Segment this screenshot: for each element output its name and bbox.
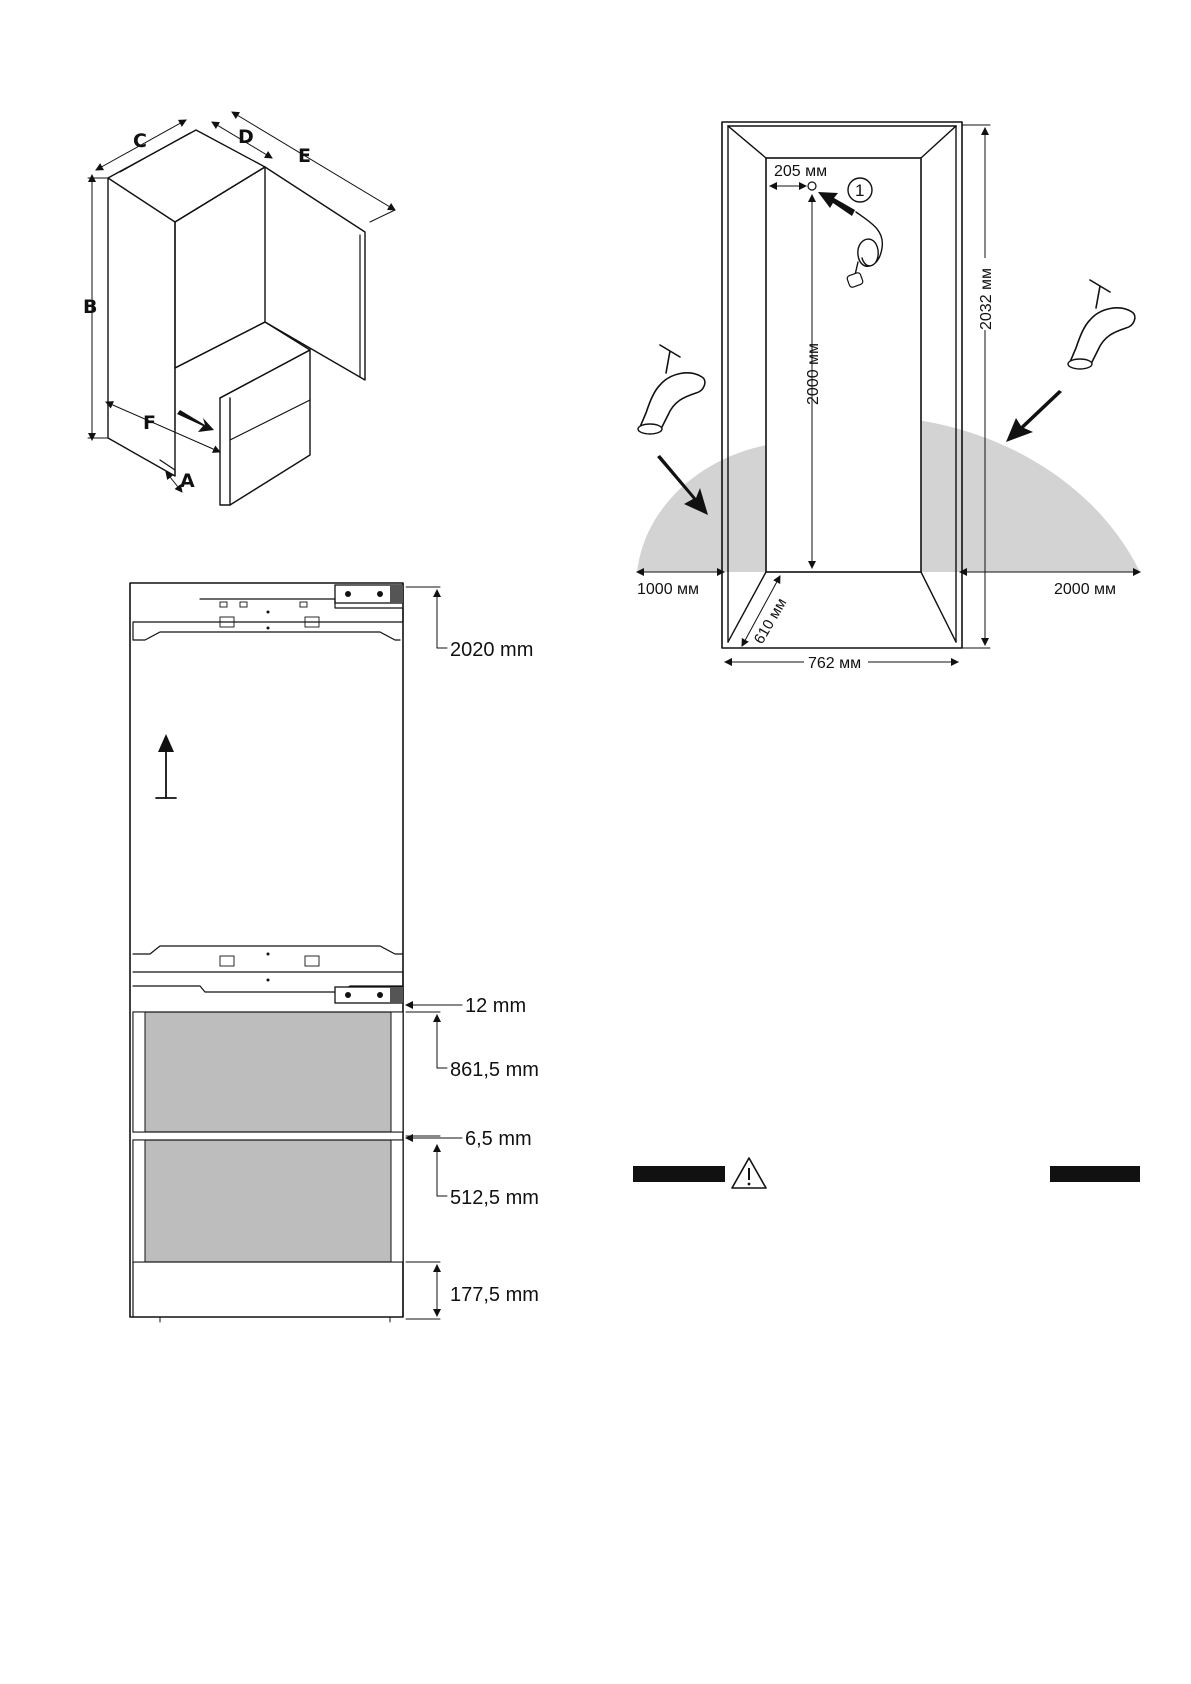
- room-plan: 205 мм 2000 мм 1 2032 мм 1000 мм 2000 мм…: [636, 121, 1141, 672]
- dim-label-a: A: [180, 470, 195, 492]
- warning-bar-left: [633, 1166, 725, 1182]
- callout-circle: [847, 177, 873, 203]
- right-faucet-icon: [1067, 279, 1136, 370]
- fridge-isometric: C D E B F A: [83, 111, 396, 506]
- dim-label-e: E: [298, 145, 311, 167]
- dim-2032: 2032 мм: [978, 268, 995, 330]
- warning-triangle-icon: [731, 1157, 767, 1189]
- dim-205: 205 мм: [774, 163, 827, 180]
- drawer-direction-arrow-icon: [177, 410, 214, 432]
- niche-elevation: 2020 mm 12 mm 861,5 mm 6,5 mm 512,5 mm 1…: [129, 582, 539, 1323]
- left-down-arrow-icon: [657, 455, 708, 515]
- warning-bar-right: [1050, 1166, 1140, 1182]
- dim-2000-right: 2000 мм: [1054, 581, 1116, 598]
- dim-label-d: D: [238, 126, 254, 148]
- pointer-arrow-icon: [818, 192, 855, 216]
- callout-number: 1: [855, 181, 864, 200]
- dim-177-5: 177,5 mm: [450, 1284, 539, 1306]
- dim-label-b: B: [83, 296, 97, 318]
- dim-2020: 2020 mm: [450, 639, 533, 661]
- dim-6-5: 6,5 mm: [465, 1128, 532, 1150]
- dim-861-5: 861,5 mm: [450, 1059, 539, 1081]
- outlet-point: [807, 181, 817, 191]
- dim-610: 610 мм: [751, 595, 791, 647]
- dim-1000: 1000 мм: [637, 581, 699, 598]
- niche-outline: [129, 582, 404, 1318]
- drawer-panel-2: [132, 1139, 404, 1263]
- dim-512-5: 512,5 mm: [450, 1187, 539, 1209]
- drawer-panel-1: [132, 1011, 404, 1133]
- dim-12: 12 mm: [465, 995, 526, 1017]
- dim-762: 762 мм: [808, 655, 861, 672]
- power-cable-icon: [846, 211, 884, 288]
- right-down-arrow-icon: [1006, 390, 1062, 442]
- warning-row: [633, 1157, 1140, 1189]
- dim-label-f: F: [143, 412, 156, 434]
- back-wall: [765, 157, 922, 573]
- dim-label-c: C: [133, 130, 147, 152]
- left-faucet-icon: [637, 344, 706, 435]
- dim-2000-height: 2000 мм: [805, 343, 822, 405]
